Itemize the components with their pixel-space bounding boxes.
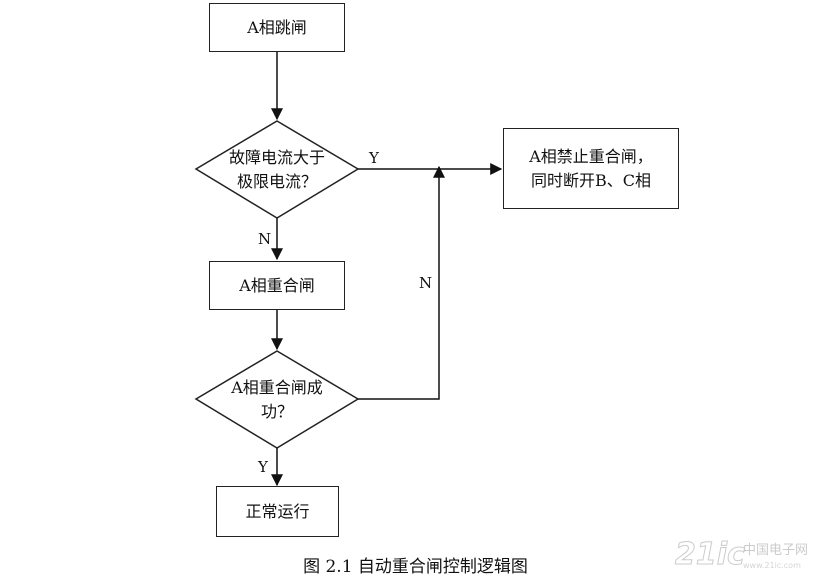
svg-text:www.21ic.com: www.21ic.com xyxy=(743,561,801,570)
node-a-trip: A相跳闸 xyxy=(209,3,345,52)
node-a-trip-label: A相跳闸 xyxy=(247,17,307,37)
node-normal-operation: 正常运行 xyxy=(216,486,339,537)
node-fault-question: 故障电流大于 极限电流？ xyxy=(207,146,347,194)
success-question-line2: 功？ xyxy=(260,402,293,421)
site-watermark-logo: 21ic 中国电子网 www.21ic.com xyxy=(675,537,809,573)
node-a-reclose: A相重合闸 xyxy=(209,261,345,310)
block-line1: A相禁止重合闸， xyxy=(529,146,653,166)
node-block-reclose: A相禁止重合闸， 同时断开B、C相 xyxy=(503,128,679,209)
figure-caption: 图 2.1 自动重合闸控制逻辑图 xyxy=(303,557,528,577)
fault-question-line2: 极限电流？ xyxy=(236,172,317,191)
edge-label-y-success: Y xyxy=(258,458,268,476)
svg-text:中国电子网: 中国电子网 xyxy=(743,543,808,558)
node-success-question: A相重合闸成 功？ xyxy=(207,376,347,424)
block-line2: 同时断开B、C相 xyxy=(530,170,651,190)
edge-label-y-fault: Y xyxy=(369,149,379,167)
fault-question-line1: 故障电流大于 xyxy=(228,148,325,167)
node-a-reclose-label: A相重合闸 xyxy=(239,275,315,295)
node-normal-label: 正常运行 xyxy=(245,501,310,521)
edge-label-n-fault: N xyxy=(258,230,272,248)
svg-text:21ic: 21ic xyxy=(675,537,745,572)
success-question-line1: A相重合闸成 xyxy=(231,378,323,397)
edge-success-fail-to-block xyxy=(358,165,445,400)
edge-label-n-success: N xyxy=(419,274,433,292)
